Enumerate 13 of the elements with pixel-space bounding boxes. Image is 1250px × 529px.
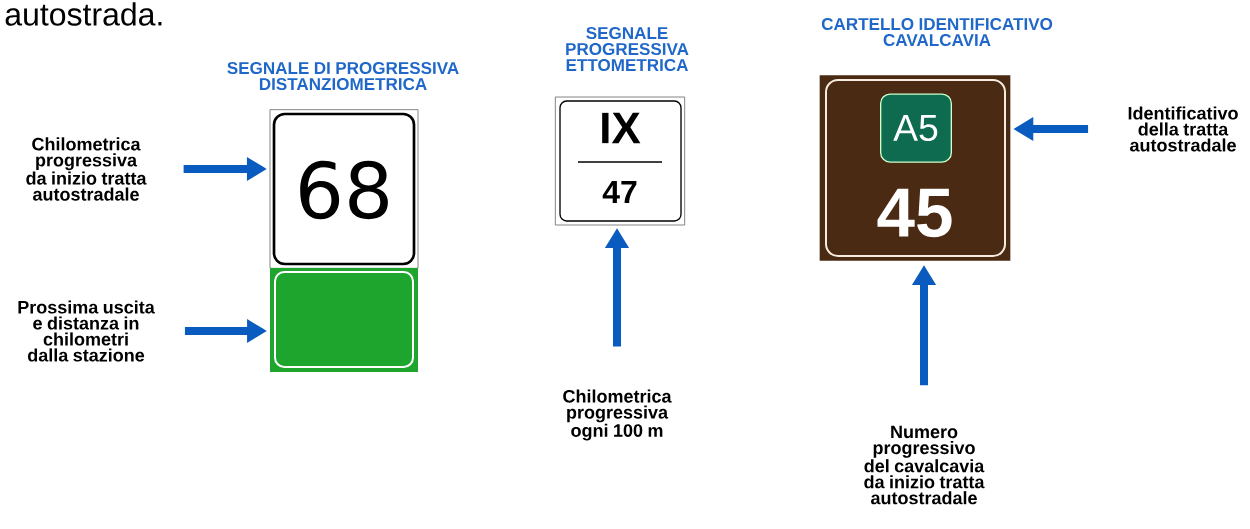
road-plate: A5	[880, 93, 952, 163]
sign-heading: SEGNALE PROGRESSIVA ETTOMETRICA	[566, 26, 689, 72]
annotation-text: Chilometrica progressiva da inizio tratta autostradale	[26, 137, 147, 201]
sign-heading: CARTELLO IDENTIFICATIVO CAVALCAVIA	[821, 17, 1053, 47]
annotation-text: Prossima uscita e distanza in chilometri dalla stazione	[18, 300, 155, 362]
sign-heading: SEGNALE DI PROGRESSIVA DISTANZIOMETRICA	[227, 61, 459, 91]
page-text: autostrada.	[5, 2, 162, 26]
annotation-text: Chilometrica progressiva ogni 100 m	[563, 389, 672, 441]
annotation-text: Numero progressivo del cavalcavia da inizio tratta autostradale	[864, 425, 985, 505]
annotation-text: Identificativo della tratta autostradale	[1128, 106, 1238, 152]
sign-panel	[270, 268, 418, 372]
hectometre-sign: IX 47 SEGNALE PROGRESSIVA ETTOMETRICA	[554, 26, 689, 226]
kilometre-sign: 68 SEGNALE DI PROGRESSIVA DISTANZIOMETRICA	[227, 61, 459, 269]
